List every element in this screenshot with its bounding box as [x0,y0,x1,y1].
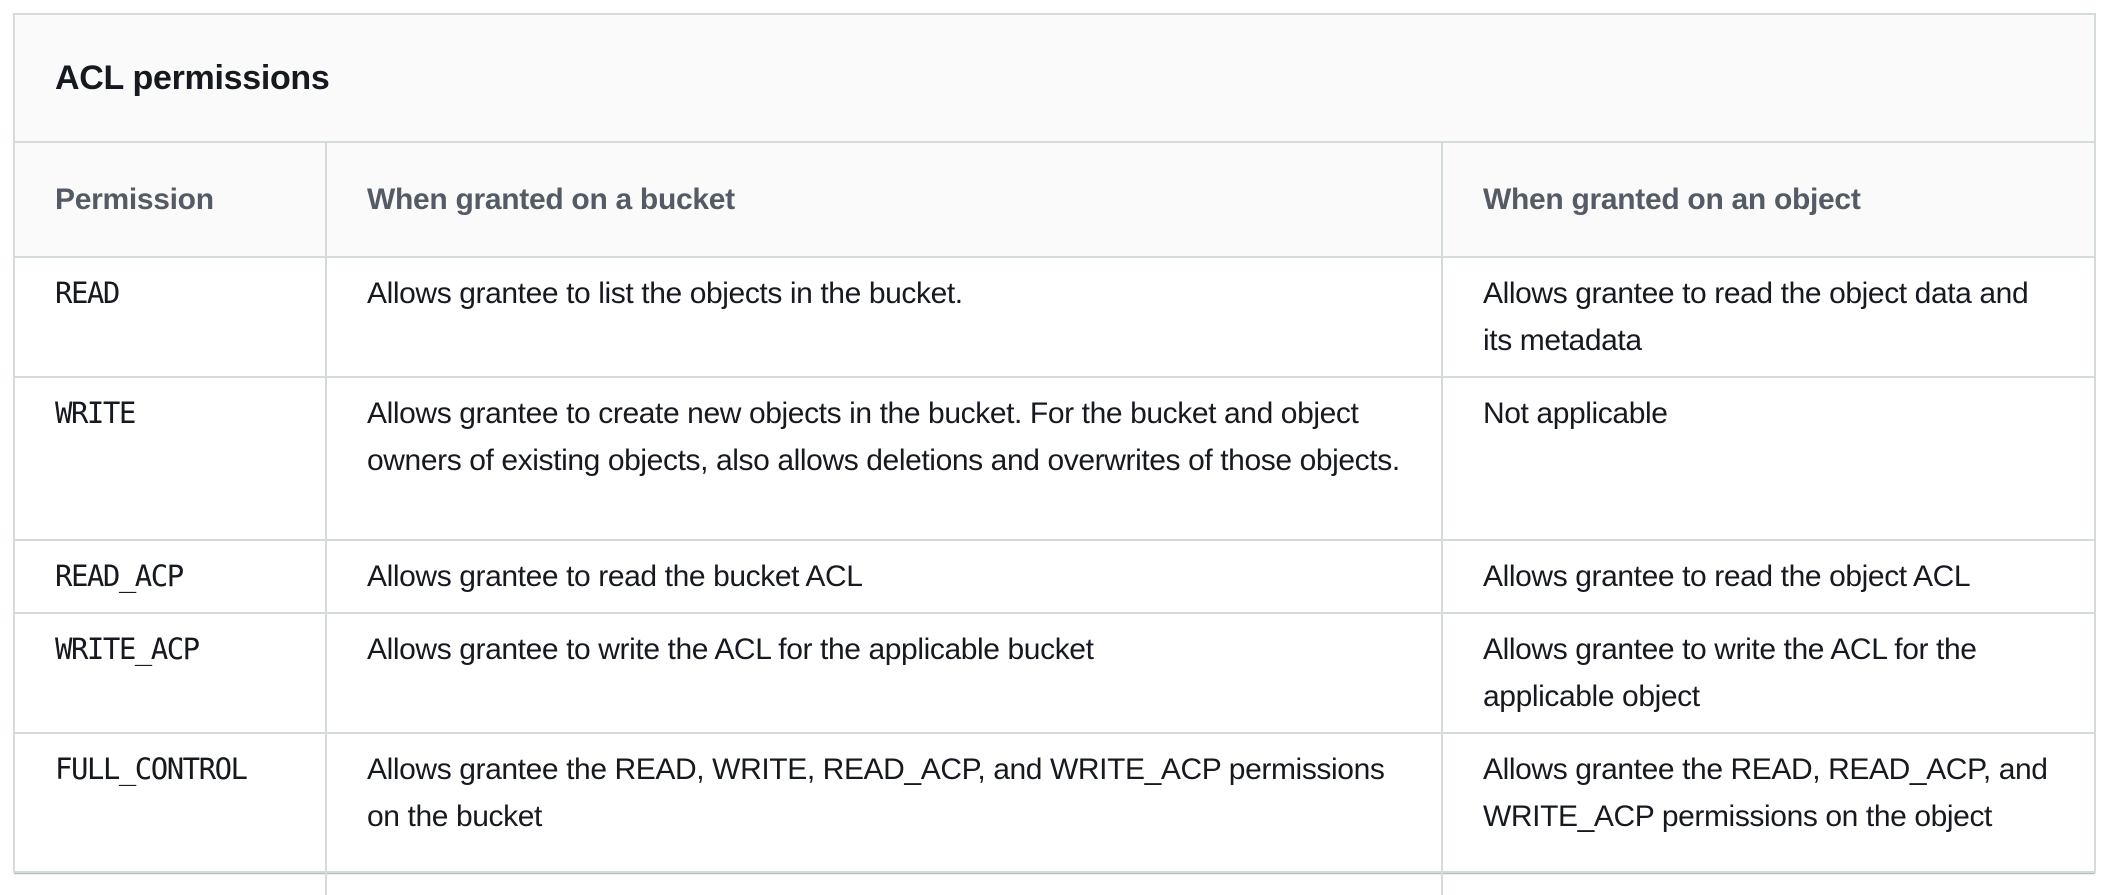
table-row: FULL_CONTROL Allows grantee the READ, WR… [15,733,2094,895]
bucket-cell: Allows grantee to write the ACL for the … [326,613,1443,734]
bucket-cell: Allows grantee to create new objects in … [326,377,1443,541]
table-row: READ_ACP Allows grantee to read the buck… [15,540,2094,614]
object-cell: Allows grantee to read the object data a… [1442,257,2094,378]
bucket-cell: Allows grantee to list the objects in th… [326,257,1443,378]
object-cell: Allows grantee to read the object ACL [1442,540,2094,614]
table-header-row: Permission When granted on a bucket When… [15,143,2094,258]
permission-cell: READ [15,257,327,378]
table-title: ACL permissions [55,58,330,97]
bucket-cell: Allows grantee to read the bucket ACL [326,540,1443,614]
acl-permissions-table-container: ACL permissions Permission When granted … [13,13,2096,895]
permission-cell: WRITE_ACP [15,613,327,734]
object-cell: Allows grantee to write the ACL for the … [1442,613,2094,734]
table-title-bar: ACL permissions [15,15,2094,143]
object-cell: Allows grantee the READ, READ_ACP, and W… [1483,753,2048,833]
column-header-permission: Permission [15,143,327,258]
table-row: WRITE Allows grantee to create new objec… [15,377,2094,541]
permission-cell: FULL_CONTROL [15,733,327,895]
permission-cell: READ_ACP [15,540,327,614]
column-header-bucket: When granted on a bucket [326,143,1443,258]
permission-cell: WRITE [15,377,327,541]
table-row: READ Allows grantee to list the objects … [15,257,2094,378]
column-header-object: When granted on an object [1442,143,2094,258]
bucket-cell: Allows grantee the READ, WRITE, READ_ACP… [326,733,1443,895]
acl-permissions-table: Permission When granted on a bucket When… [15,143,2094,895]
table-row: WRITE_ACP Allows grantee to write the AC… [15,613,2094,734]
object-cell: Not applicable [1442,377,2094,541]
